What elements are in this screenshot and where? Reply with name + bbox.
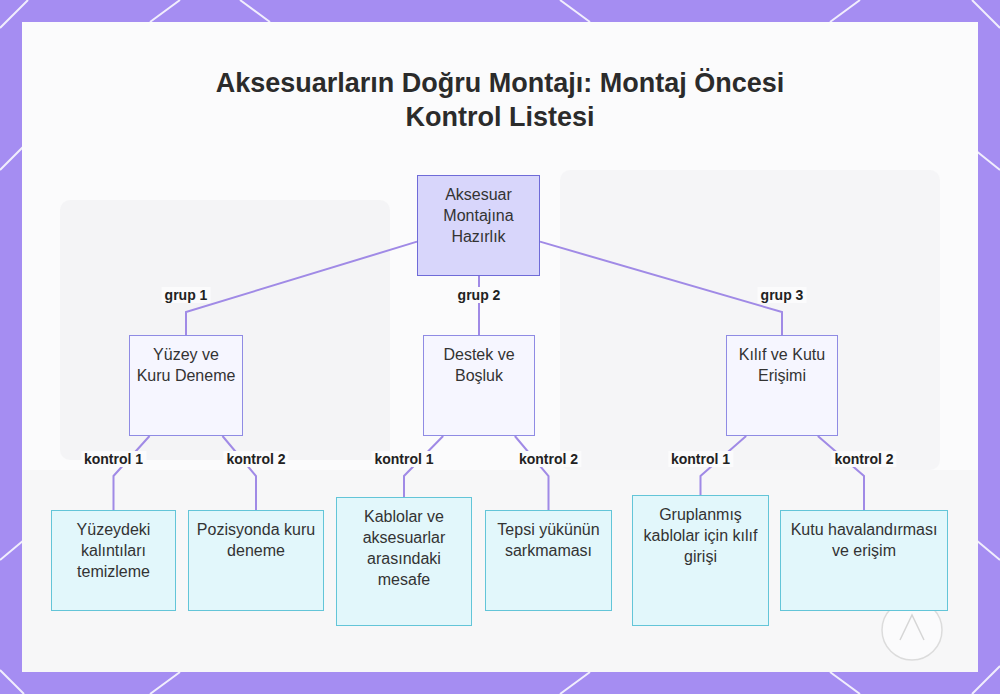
node-text: Gruplanmış kablolar için kılıf girişi bbox=[639, 504, 762, 567]
edge-label: kontrol 2 bbox=[516, 451, 581, 467]
leaf-box: Pozisyonda kuru deneme bbox=[188, 510, 324, 611]
edge-label: kontrol 1 bbox=[668, 451, 733, 467]
edge-label: grup 2 bbox=[455, 287, 504, 303]
edge-label: kontrol 1 bbox=[81, 451, 146, 467]
group-box: Destek ve Boşluk bbox=[423, 335, 535, 436]
edge-label: kontrol 2 bbox=[831, 451, 896, 467]
node-text: Kılıf ve Kutu Erişimi bbox=[733, 344, 831, 386]
leaf-box: Yüzeydeki kalıntıları temizleme bbox=[51, 510, 176, 611]
connector bbox=[186, 242, 417, 335]
faded-photo bbox=[22, 170, 978, 672]
edge-label: kontrol 2 bbox=[223, 451, 288, 467]
connector bbox=[222, 436, 256, 510]
edge-label: grup 1 bbox=[162, 287, 211, 303]
connector bbox=[515, 436, 549, 510]
edge-label: grup 3 bbox=[758, 287, 807, 303]
panel bbox=[22, 22, 978, 672]
diagram-title: Aksesuarların Doğru Montajı: Montaj Önce… bbox=[200, 66, 800, 134]
node-text: Aksesuar Montajına Hazırlık bbox=[424, 184, 533, 247]
node-text: Kutu havalandırması ve erişim bbox=[787, 519, 941, 561]
node-text: Yüzeydeki kalıntıları temizleme bbox=[58, 519, 169, 582]
node-text: Destek ve Boşluk bbox=[430, 344, 528, 386]
group-box: Kılıf ve Kutu Erişimi bbox=[726, 335, 838, 436]
connector bbox=[114, 436, 150, 510]
node-text: Yüzey ve Kuru Deneme bbox=[136, 344, 236, 386]
connector bbox=[818, 436, 864, 510]
root-box: Aksesuar Montajına Hazırlık bbox=[417, 175, 540, 276]
leaf-box: Gruplanmış kablolar için kılıf girişi bbox=[632, 495, 769, 626]
connector bbox=[540, 242, 782, 335]
group-box: Yüzey ve Kuru Deneme bbox=[129, 335, 243, 436]
leaf-box: Tepsi yükünün sarkmaması bbox=[485, 510, 612, 611]
node-text: Tepsi yükünün sarkmaması bbox=[492, 519, 605, 561]
leaf-box: Kutu havalandırması ve erişim bbox=[780, 510, 948, 611]
edge-label: kontrol 1 bbox=[371, 451, 436, 467]
connector bbox=[478, 276, 480, 335]
node-text: Kablolar ve aksesuarlar arasındaki mesaf… bbox=[343, 506, 465, 590]
leaf-box: Kablolar ve aksesuarlar arasındaki mesaf… bbox=[336, 497, 472, 626]
node-text: Pozisyonda kuru deneme bbox=[195, 519, 317, 561]
